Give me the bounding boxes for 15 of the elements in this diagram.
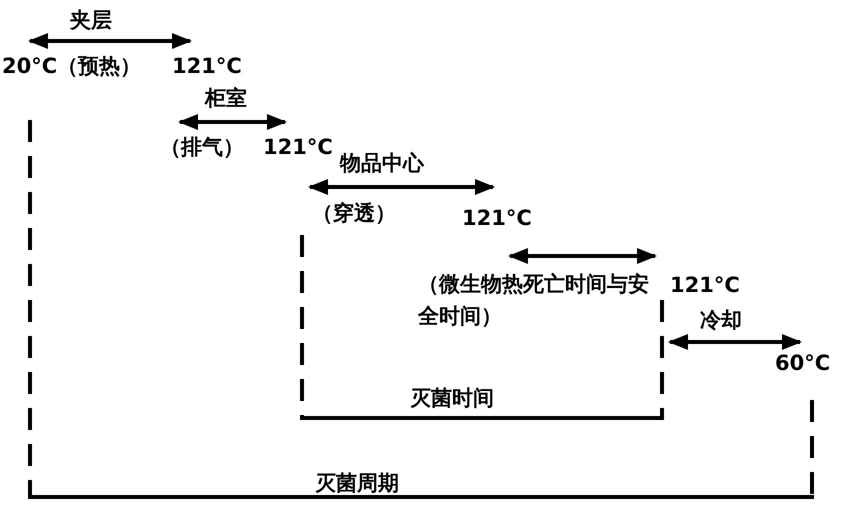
phase-label: 121°C xyxy=(172,53,242,80)
phase-label: 60°C xyxy=(775,350,830,377)
phase-label: 柜室 xyxy=(205,85,247,112)
phase-label: （排气） xyxy=(160,134,244,161)
phase-label: 20°C（预热） xyxy=(2,53,142,80)
phase-label: 灭菌周期 xyxy=(315,470,399,497)
phase-label: 121°C xyxy=(263,134,333,161)
phase-label: 121°C xyxy=(670,272,740,299)
phase-label: 物品中心 xyxy=(340,150,424,177)
phase-label: 夹层 xyxy=(70,7,112,34)
phase-label: 冷却 xyxy=(700,307,742,334)
phase-label: （穿透） xyxy=(312,200,396,227)
phase-label: 灭菌时间 xyxy=(410,385,494,412)
phase-label: 121°C xyxy=(462,205,532,232)
phase-label: （微生物热死亡时间与安全时间） xyxy=(418,271,650,330)
